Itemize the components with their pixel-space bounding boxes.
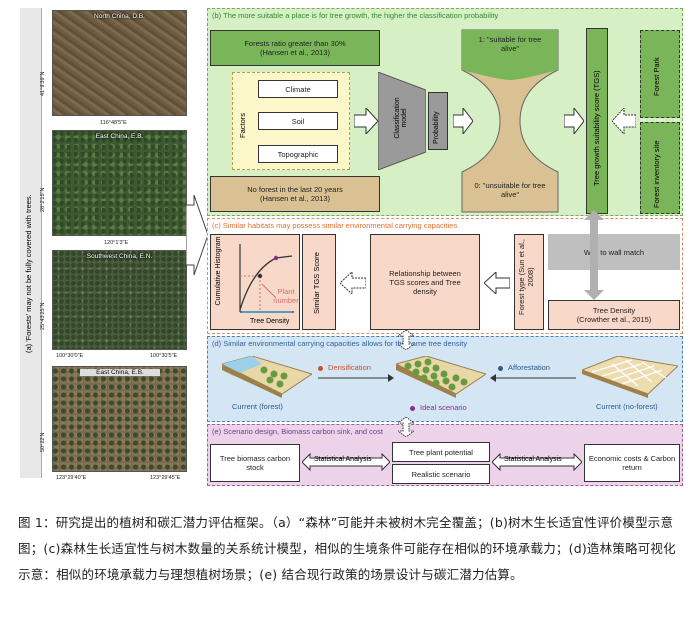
- dashed-arrow-to-tgs: [612, 108, 636, 134]
- stat-arrow-right: [492, 452, 582, 472]
- plant-number-label: Plant number: [273, 287, 299, 305]
- cum-hist-plot: [239, 244, 294, 313]
- realistic-box: Realistic scenario: [392, 464, 490, 484]
- image-label: East China, E.B.: [80, 369, 160, 376]
- x-coord-right: 123°29'45"E: [150, 475, 181, 481]
- image-label: Southwest China, E.N.: [86, 253, 153, 260]
- factor-soil: Soil: [258, 112, 338, 130]
- relationship-box: Relationship between TGS scores and Tree…: [370, 234, 480, 330]
- y-coord: 50°22'N: [40, 432, 46, 452]
- factors-label: Factors: [238, 112, 247, 138]
- panel-a-title: (a) 'Forests' may not be fully covered w…: [24, 194, 33, 353]
- panel-d-title: (d) Similar environmental carrying capac…: [212, 339, 468, 348]
- suitable-label: 1: "suitable for tree alive": [478, 35, 542, 53]
- densification-dot: [318, 366, 323, 371]
- arrow-hourglass-to-tgs: [564, 108, 584, 134]
- wall-to-wall-box: Wall to wall match: [548, 234, 680, 270]
- forest-ratio-box: Forests ratio greater than 30% (Hansen e…: [210, 30, 380, 66]
- panel-a-title-bar: (a) 'Forests' may not be fully covered w…: [20, 8, 42, 478]
- current-noforest-label: Current (no-forest): [596, 402, 658, 411]
- afforestation-dot: [498, 366, 503, 371]
- ideal-dot: [410, 406, 415, 411]
- no-forest-box: No forest in the last 20 years (Hansen e…: [210, 176, 380, 212]
- forest-type-label: Forest type (Sun et al., 2008): [517, 239, 535, 315]
- land-current-forest-illustration: [222, 356, 312, 398]
- probability-box: [428, 92, 448, 150]
- tree-density-axis-label: Tree Density: [250, 318, 290, 325]
- similar-tgs-box: [302, 234, 336, 330]
- dashed-updown-arrow-c-d: [398, 330, 414, 350]
- cumulative-histogram-box: [210, 234, 300, 330]
- land-ideal-illustration: [396, 356, 486, 398]
- potential-box: Tree plant potential: [392, 442, 490, 462]
- land-noforest-illustration: [582, 356, 678, 398]
- gray-double-arrow-vertical: [584, 210, 604, 300]
- image-label: East China, E.B.: [95, 133, 144, 140]
- similar-tgs-label: Similar TGS Score: [312, 252, 321, 314]
- figure-caption: 图 1：研究提出的植树和碳汇潜力评估框架。（a）“森林”可能并未被树木完全覆盖；…: [18, 515, 676, 582]
- ideal-label: Ideal scenario: [420, 403, 467, 412]
- biomass-box: Tree biomass carbon stock: [210, 444, 300, 482]
- stat-arrow-left: [302, 452, 390, 472]
- satellite-image-north-china: North China, D.B.: [52, 10, 187, 116]
- afforestation-arrow: [490, 374, 576, 382]
- classification-model-label: Classification model: [394, 97, 408, 139]
- forest-park-box: [640, 30, 680, 118]
- y-coord: 25°43'25"N: [40, 302, 46, 330]
- afforestation-label: Afforestation: [508, 363, 550, 372]
- arrow-a-to-c: [186, 195, 208, 275]
- image-label: North China, D.B.: [94, 13, 145, 20]
- probability-label: Probability: [433, 111, 440, 144]
- arrow-model-to-hourglass: [453, 108, 473, 134]
- forest-type-box: [514, 234, 544, 330]
- dashed-updown-arrow-d-e: [398, 417, 414, 437]
- economic-box: Economic costs & Carbon return: [584, 444, 680, 482]
- densification-arrow: [318, 374, 394, 382]
- forest-inventory-label: Forest inventory site: [652, 140, 661, 208]
- arrow-factors-to-model: [354, 108, 378, 134]
- x-coord: 116°48'5"E: [100, 120, 127, 126]
- panel-a: (a) 'Forests' may not be fully covered w…: [20, 8, 200, 486]
- classification-model-trapezoid: [378, 72, 426, 170]
- satellite-image-east-china-2: East China, E.B.: [52, 366, 187, 472]
- forest-inventory-box: [640, 122, 680, 214]
- x-coord-left: 123°29'40"E: [56, 475, 87, 481]
- satellite-image-southwest-china: Southwest China, E.N.: [52, 250, 187, 350]
- satellite-image-east-china-1: East China, E.B.: [52, 130, 187, 236]
- y-coord: 41°9'39"N: [40, 71, 46, 96]
- x-coord-left: 100°30'0"E: [56, 353, 84, 359]
- forest-park-label: Forest Park: [652, 57, 661, 96]
- factor-topographic: Topographic: [258, 145, 338, 163]
- hourglass-shape: [461, 29, 559, 213]
- dashed-arrow-relationship-to-tgs: [340, 272, 366, 294]
- tree-density-box: Tree Density (Crowther et al., 2015): [548, 300, 680, 330]
- current-forest-label: Current (forest): [232, 402, 283, 411]
- cum-hist-label: Cumulative Histogram: [215, 236, 222, 306]
- arrow-forest-type-to-relationship: [484, 272, 510, 294]
- tgs-label: Tree growth suitability score (TGS): [592, 70, 601, 186]
- x-coord-right: 100°30'5"E: [150, 353, 178, 359]
- panel-c-title: (c) Similar habitats may possess similar…: [212, 221, 458, 230]
- panel-e-title: (e) Scenario design, Biomass carbon sink…: [212, 427, 383, 436]
- factor-climate: Climate: [258, 80, 338, 98]
- densification-label: Densification: [328, 363, 371, 372]
- stat-label-right: Statistical Analysis: [504, 456, 562, 463]
- unsuitable-label: 0: "unsuitable for tree alive": [474, 181, 546, 199]
- y-coord: 28°2'15"N: [40, 187, 46, 212]
- x-coord: 120°1'3"E: [104, 240, 129, 246]
- stat-label-left: Statistical Analysis: [314, 456, 372, 463]
- panel-b-title: (b) The more suitable a place is for tre…: [212, 11, 499, 20]
